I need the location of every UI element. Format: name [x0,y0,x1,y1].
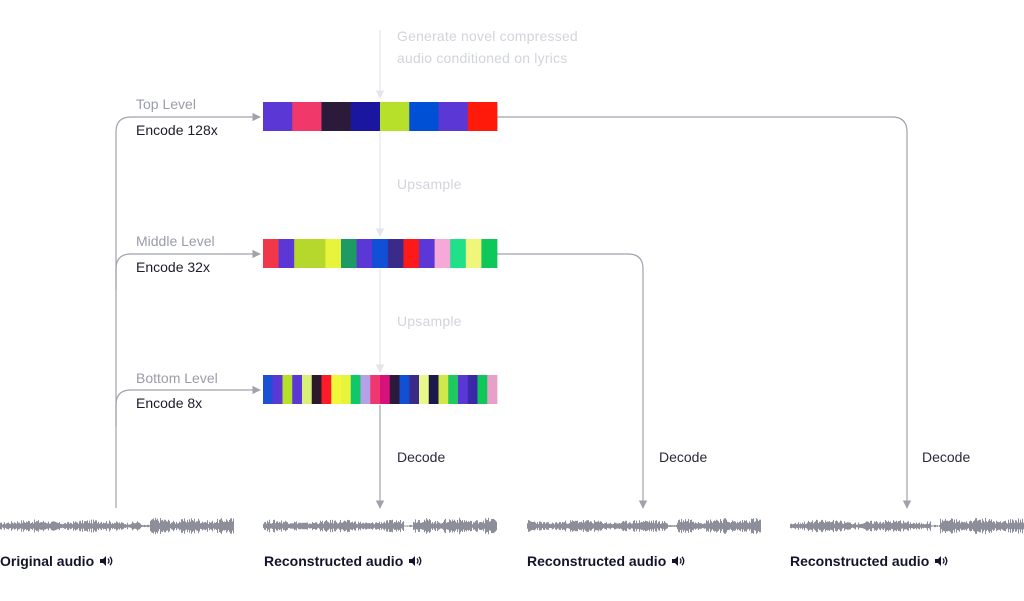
bottom-code-token [409,375,420,404]
bottom-code-token [438,375,449,404]
bottom-encode-label: Encode 8x [136,395,203,411]
upsample-label-2: Upsample [397,313,462,329]
bottom-code-token [331,375,342,404]
reconstructed-waveform [527,518,761,534]
bottom-code-token [321,375,332,404]
top-code-token [380,102,410,131]
decode-label-3: Decode [922,449,971,465]
bottom-code-token [467,375,478,404]
speaker-icon[interactable] [409,555,423,567]
generate-line-1: Generate novel compressed [397,28,578,44]
bottom-code-token [389,375,400,404]
top-level-label: Top Level [136,96,196,112]
bottom-code-token [292,375,303,404]
bottom-code-token [282,375,293,404]
decode-path-middle [497,253,648,509]
middle-code-token [481,239,498,268]
middle-code-token [465,239,482,268]
original-waveform [0,517,234,535]
generate-line-2: audio conditioned on lyrics [397,50,568,66]
reconstructed-audio-caption-2[interactable]: Reconstructed audio [527,553,686,569]
encode-path-top [115,112,261,508]
bottom-code-token [370,375,381,404]
middle-code-token [387,239,404,268]
bottom-code-token [477,375,488,404]
top-code-token [292,102,322,131]
top-code-token [409,102,439,131]
middle-code-token [325,239,342,268]
middle-code-token [450,239,467,268]
reconstructed-audio-caption-3[interactable]: Reconstructed audio [790,553,949,569]
reconstructed-audio-label: Reconstructed audio [527,553,667,569]
bottom-code-token [458,375,469,404]
middle-level-label: Middle Level [136,233,215,249]
middle-code-token [341,239,357,268]
speaker-icon[interactable] [935,555,949,567]
middle-code-token [278,239,295,268]
bottom-code-token [350,375,361,404]
encode-path-bottom [115,385,261,427]
top-code-token [438,102,469,131]
top-encode-label: Encode 128x [136,122,218,138]
middle-encode-label: Encode 32x [136,259,210,275]
bottom-code-token [380,375,391,404]
bottom-code-token [487,375,498,404]
bottom-code-token [272,375,283,404]
decode-path-top [497,116,912,509]
middle-code-token [356,239,373,268]
top-code-token [467,102,498,131]
original-audio-label: Original audio [0,553,95,569]
decode-label-2: Decode [659,449,708,465]
top-code-token [263,102,293,131]
bottom-code-token [302,375,313,404]
middle-code-token [263,239,279,268]
middle-code-token [419,239,435,268]
decode-label-1: Decode [397,449,446,465]
encode-path-middle [115,249,261,290]
bottom-code-token [428,375,439,404]
speaker-icon[interactable] [672,555,686,567]
generate-label: Generate novel compressed audio conditio… [397,25,578,69]
bottom-code-token [311,375,322,404]
middle-code-token [294,239,311,268]
top-code-token [350,102,381,131]
bottom-code-token [399,375,410,404]
middle-code-token [434,239,451,268]
bottom-code-token [341,375,352,404]
upsample-label-1: Upsample [397,176,462,192]
reconstructed-audio-caption-1[interactable]: Reconstructed audio [264,553,423,569]
original-audio-caption[interactable]: Original audio [0,553,114,569]
middle-code-token [403,239,420,268]
speaker-icon[interactable] [100,555,114,567]
top-code-token [321,102,352,131]
reconstructed-waveform [263,517,497,535]
middle-code-token [372,239,389,268]
reconstructed-waveform [790,517,1024,535]
bottom-code-token [448,375,459,404]
bottom-code-token [263,375,274,404]
reconstructed-audio-label: Reconstructed audio [264,553,404,569]
bottom-level-label: Bottom Level [136,370,218,386]
bottom-code-token [419,375,430,404]
bottom-code-token [360,375,371,404]
middle-code-token [309,239,326,268]
reconstructed-audio-label: Reconstructed audio [790,553,930,569]
